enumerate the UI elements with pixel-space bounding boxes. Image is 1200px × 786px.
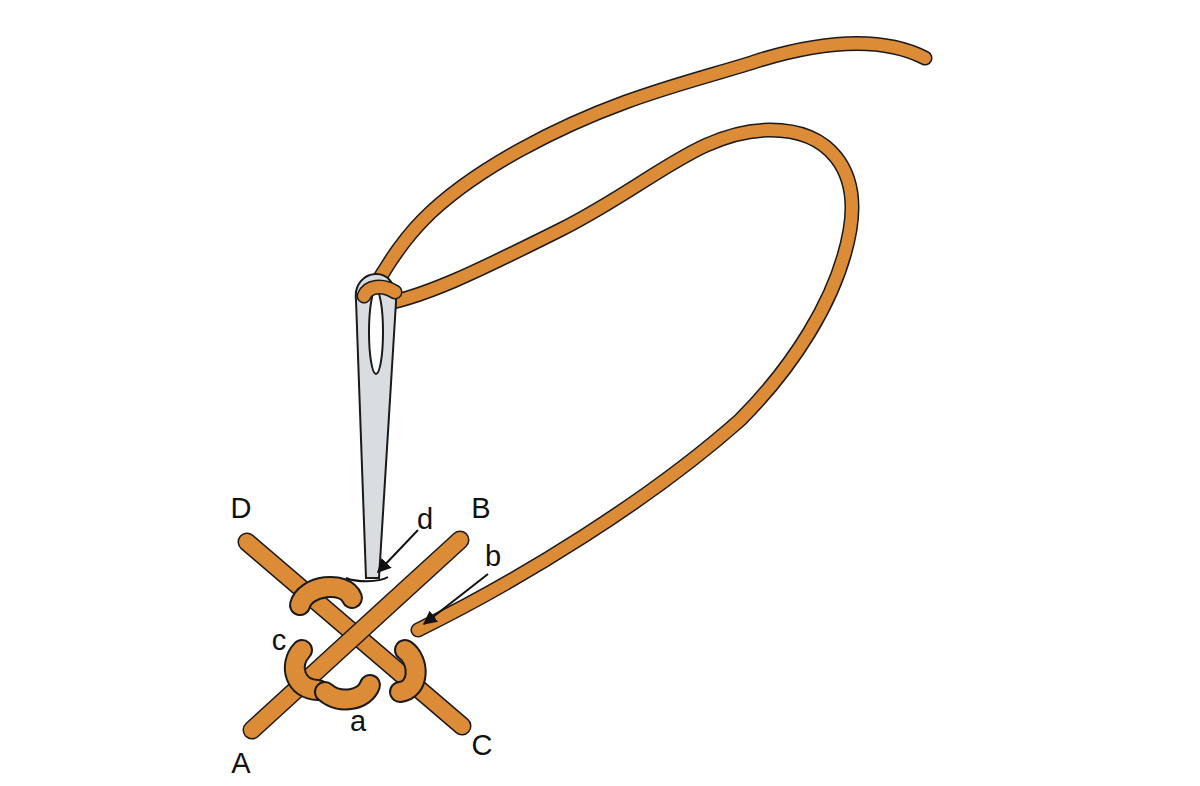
- part-letter: d: [417, 505, 433, 534]
- part-letter: D: [231, 494, 252, 523]
- part-letter: a: [350, 707, 366, 736]
- part-letter: c: [272, 626, 287, 655]
- part-letter: C: [472, 731, 493, 760]
- part-letter: A: [231, 749, 250, 778]
- part-letter: b: [485, 542, 501, 571]
- part-letter: B: [471, 494, 490, 523]
